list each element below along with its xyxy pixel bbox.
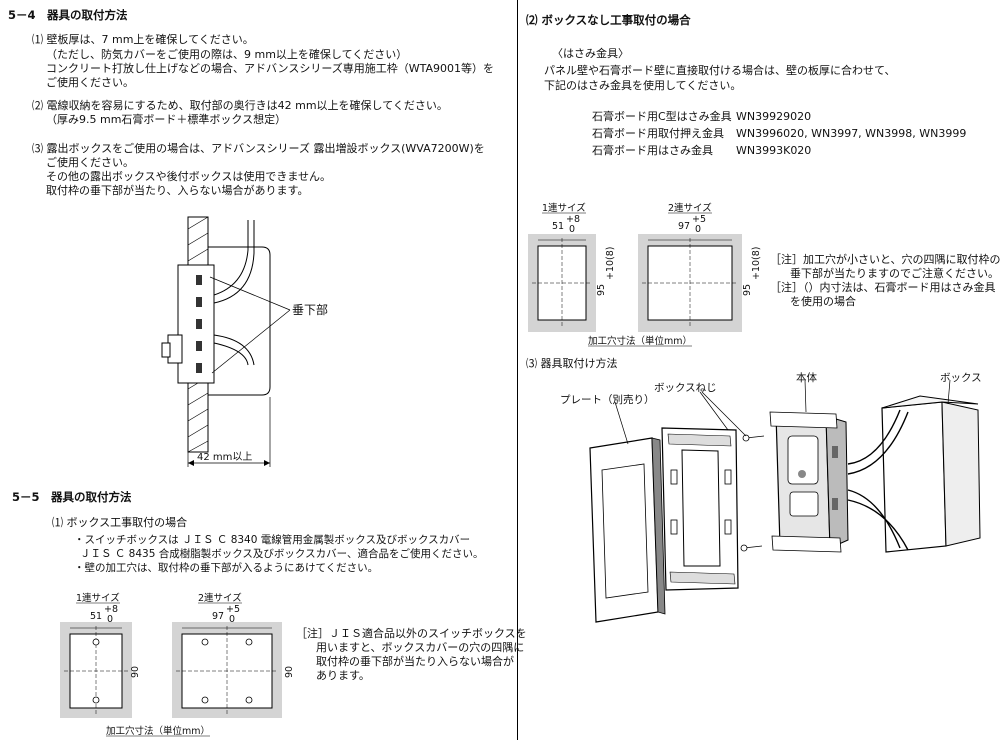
label-depth: 42 mm以上 <box>197 452 253 463</box>
width-1gang: 51 <box>90 611 102 622</box>
width-2gang-tol: +5 <box>226 604 240 615</box>
hole-caption: 加工穴寸法（単位mm） <box>106 725 210 737</box>
label-plate: プレート（別売り） <box>560 394 655 406</box>
r-width-1gang: 51 <box>552 221 564 232</box>
r-height-1gang: 95 <box>596 284 607 296</box>
exploded-assembly-diagram <box>589 379 981 623</box>
r-size-1gang-label: 1連サイズ <box>542 202 586 214</box>
r-width-2gang-tol: +5 <box>692 214 706 225</box>
bullet-wall-hole: ・壁の加工穴は、取付枠の垂下部が入るようにあけてください。 <box>74 562 379 574</box>
bullet-jis-8435: ＪＩＳ Ｃ 8435 合成樹脂製ボックス及びボックスカバー、適合品をご使用くださ… <box>80 548 484 560</box>
clip-text-1: パネル壁や石膏ボード壁に直接取付ける場合は、壁の板厚に合わせて、 <box>544 64 896 77</box>
box-screws <box>740 434 765 552</box>
clip-text-2: 下記のはさみ金具を使用してください。 <box>544 79 742 92</box>
r-hole-caption: 加工穴寸法（単位mm） <box>588 335 692 347</box>
plate-part <box>589 437 659 623</box>
width-1gang-tol0: 0 <box>107 614 113 625</box>
r-width-1gang-tol0: 0 <box>569 224 575 235</box>
r-width-1gang-tol: +8 <box>566 214 580 225</box>
clip-row-0-part: WN39929020 <box>736 110 812 123</box>
clip-row-2-name: 石膏ボード用はさみ金具 <box>592 144 713 157</box>
note-left-2: 用いますと、ボックスカバーの穴の四隅に <box>316 641 525 654</box>
size-2gang-label: 2連サイズ <box>198 592 242 604</box>
clip-row-1-part: WN3996020, WN3997, WN3998, WN3999 <box>736 127 967 140</box>
box-install-subheading: ⑴ ボックス工事取付の場合 <box>52 516 188 529</box>
section-5-4-heading: 5－4 器具の取付方法 <box>8 8 128 22</box>
note-left-4: あります。 <box>316 669 370 682</box>
para-3-line4: 取付枠の垂下部が当たり、入らない場合があります。 <box>46 184 309 197</box>
para-1-line2: （ただし、防気カバーをご使用の際は、9 mm以上を確保してください） <box>46 48 408 61</box>
no-box-heading: ⑵ ボックスなし工事取付の場合 <box>526 13 691 27</box>
para-1-line1: ⑴ 壁板厚は、7 mm上を確保してください。 <box>32 33 254 46</box>
note-right-1: ［注］加工穴が小さいと、穴の四隅に取付枠の <box>770 253 1000 266</box>
column-divider <box>517 0 518 740</box>
r-height-1gang-tol: +10(8) <box>605 246 616 280</box>
r-height-2gang-tol: +10(8) <box>751 246 762 280</box>
label-drop-part: 垂下部 <box>292 303 329 317</box>
label-device-body: 本体 <box>796 372 817 384</box>
para-3-line1: ⑶ 露出ボックスをご使用の場合は、アドバンスシリーズ 露出増設ボックス(WVA7… <box>32 142 485 155</box>
clip-subheading: 〈はさみ金具〉 <box>552 47 629 60</box>
note-right-4: を使用の場合 <box>790 295 856 308</box>
para-3-line2: ご使用ください。 <box>46 156 134 169</box>
bullet-jis-8340: ・スイッチボックスは ＪＩＳ Ｃ 8340 電線管用金属製ボックス及びボックスカ… <box>74 534 471 546</box>
para-1-line4: ご使用ください。 <box>46 76 134 89</box>
width-1gang-tol: +8 <box>104 604 118 615</box>
para-1-line3: コンクリート打放し仕上げなどの場合、アドバンスシリーズ専用施工枠（WTA9001… <box>46 62 495 75</box>
height-2gang: 90 <box>284 666 295 678</box>
para-2-line1: ⑵ 電線収納を容易にするため、取付部の奥行きは42 mm以上を確保してください。 <box>32 99 448 112</box>
clip-row-0-name: 石膏ボード用C型はさみ金具 <box>592 110 732 123</box>
label-box-screw: ボックスねじ <box>654 382 717 394</box>
section-5-5-heading: 5－5 器具の取付方法 <box>12 490 132 504</box>
clip-row-1-name: 石膏ボード用取付押え金具 <box>592 127 724 140</box>
mount-method-heading: ⑶ 器具取付け方法 <box>526 357 618 370</box>
wall-section-diagram <box>161 216 291 467</box>
size-1gang-label: 1連サイズ <box>76 592 120 604</box>
r-size-2gang-label: 2連サイズ <box>668 202 712 214</box>
box-hole-diagrams: 1連サイズ 2連サイズ 51 +8 0 97 +5 0 90 90 加工穴寸法（… <box>60 592 295 737</box>
para-3-line3: その他の露出ボックスや後付ボックスは使用できません。 <box>46 170 332 183</box>
width-2gang: 97 <box>212 611 224 622</box>
note-left-3: 取付枠の垂下部が当たり入らない場合が <box>316 655 514 668</box>
note-right-3: ［注］（）内寸法は、石膏ボード用はさみ金具 <box>770 281 996 294</box>
r-height-2gang: 95 <box>742 284 753 296</box>
width-2gang-tol0: 0 <box>229 614 235 625</box>
note-right-2: 垂下部が当たりますのでご注意ください。 <box>790 267 999 280</box>
label-switch-box: ボックス <box>940 372 982 384</box>
para-2-line2: （厚み9.5 mm石膏ボード＋標準ボックス想定） <box>46 113 287 126</box>
nobox-hole-diagrams: 1連サイズ 2連サイズ 51 +8 0 97 +5 0 95 +10(8) 95… <box>528 202 762 347</box>
height-1gang: 90 <box>130 666 141 678</box>
r-width-2gang-tol0: 0 <box>695 224 701 235</box>
r-width-2gang: 97 <box>678 221 690 232</box>
clip-row-2-part: WN3993K020 <box>736 144 812 157</box>
note-left-1: ［注］ＪＩＳ適合品以外のスイッチボックスを <box>296 627 527 640</box>
mounting-frame-part <box>661 427 739 591</box>
